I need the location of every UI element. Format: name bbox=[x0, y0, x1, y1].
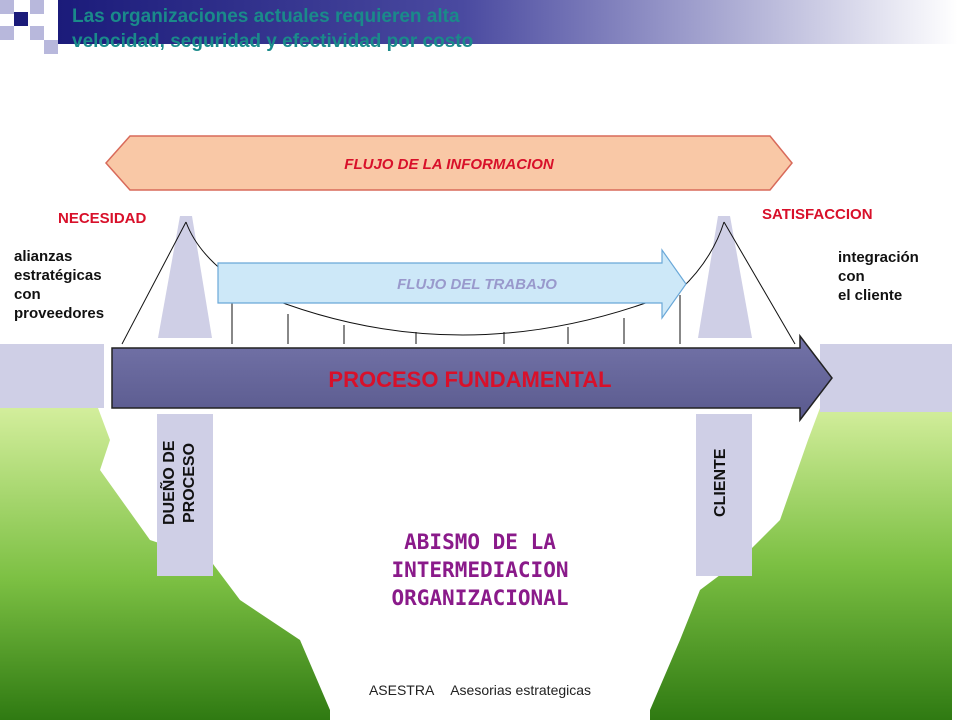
left-tower bbox=[158, 216, 212, 338]
info-flow-arrow bbox=[104, 135, 793, 191]
left-shelf bbox=[0, 344, 104, 408]
core-process-label: PROCESO FUNDAMENTAL bbox=[328, 367, 611, 392]
need-label: NECESIDAD bbox=[58, 210, 147, 227]
core-process-arrow bbox=[111, 333, 833, 423]
left-pillar bbox=[157, 414, 213, 576]
work-flow-arrow bbox=[217, 248, 687, 320]
footer-brand: ASESTRA bbox=[368, 682, 435, 698]
left-description: alianzas estratégicas con proveedores bbox=[14, 248, 105, 322]
right-tower bbox=[698, 216, 752, 338]
right-pillar bbox=[696, 414, 752, 576]
footer: ASESTRA Asesorias estrategicas bbox=[330, 682, 630, 698]
info-flow-label: FLUJO DE LA INFORMACION bbox=[344, 156, 555, 173]
work-flow-label: FLUJO DEL TRABAJO bbox=[397, 276, 557, 293]
client-label: CLIENTE bbox=[712, 448, 729, 518]
right-cliff bbox=[650, 408, 952, 720]
slide-title: Las organizaciones actuales requieren al… bbox=[72, 6, 474, 52]
process-owner-label: DUEÑO DE PROCESO bbox=[161, 440, 198, 526]
right-description: integración con el cliente bbox=[838, 249, 919, 304]
satisfaction-label: SATISFACCION bbox=[762, 206, 873, 223]
header-decoration bbox=[0, 0, 958, 54]
footer-tagline: Asesorias estrategicas bbox=[450, 682, 592, 698]
abyss-label: ABISMO DE LA INTERMEDIACION ORGANIZACION… bbox=[391, 530, 569, 610]
right-shelf bbox=[820, 344, 952, 412]
